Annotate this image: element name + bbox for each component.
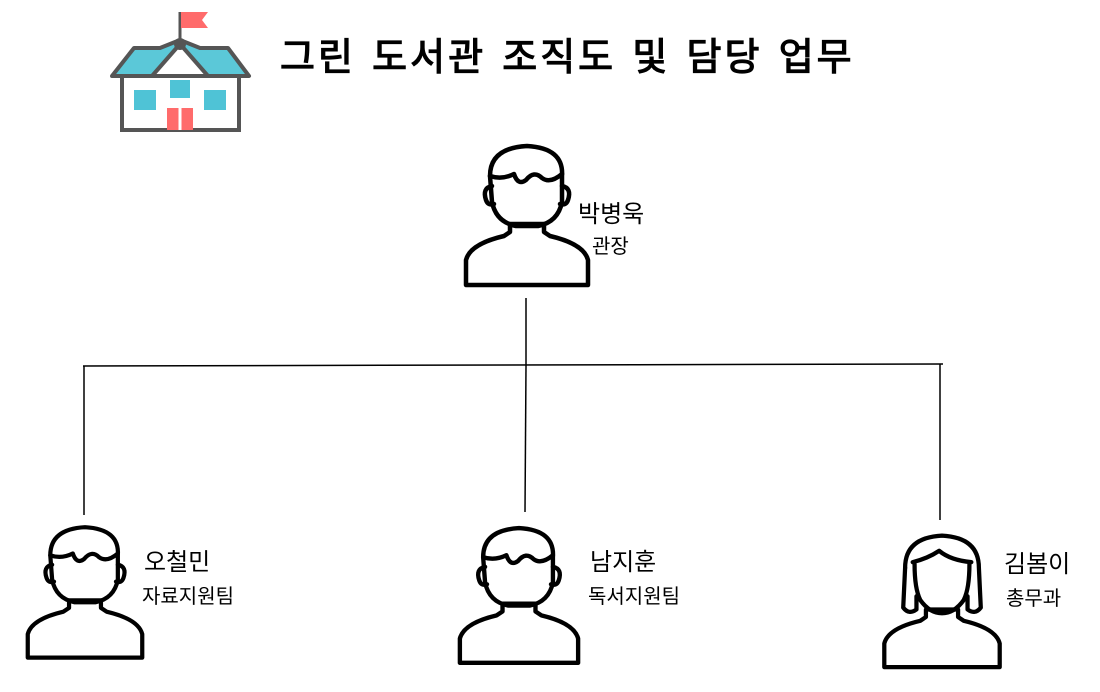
member-role: 총무과 [1006,586,1062,610]
page-title: 그린 도서관 조직도 및 담당 업무 [280,35,855,79]
person-icon [25,525,145,660]
person-icon [882,533,1002,670]
member-name: 오철민 [144,548,211,576]
member-name: 김봄이 [1004,550,1071,578]
director-role: 관장 [592,234,629,258]
member-role: 독서지원팀 [588,584,680,608]
person-icon [457,525,581,665]
director-name: 박병욱 [578,200,645,228]
member-name: 남지훈 [590,548,657,576]
member-role: 자료지원팀 [142,584,234,608]
person-icon [463,143,591,288]
library-building-icon [110,12,251,132]
